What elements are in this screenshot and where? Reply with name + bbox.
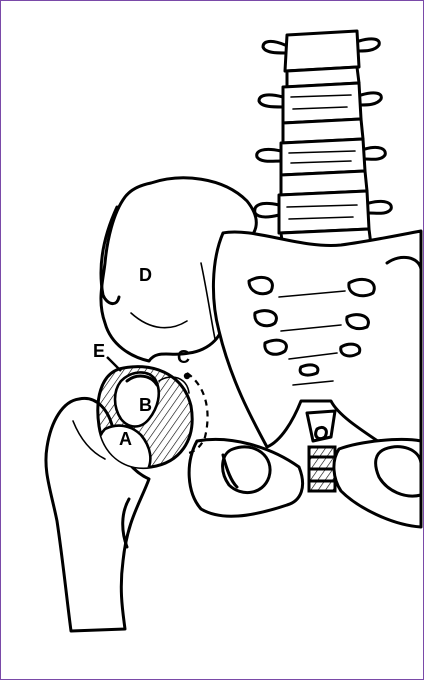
vertebra: [259, 83, 381, 123]
label-b: B: [139, 395, 152, 415]
vertebra: [255, 191, 392, 233]
label-a: A: [119, 429, 132, 449]
point-c-marker: [184, 373, 190, 379]
vertebra: [263, 31, 379, 71]
pubic-symphysis: [309, 447, 335, 491]
pubic-ramus: [189, 439, 421, 527]
label-e-leader: [107, 357, 121, 371]
label-d: D: [139, 265, 152, 285]
coccyx: [307, 411, 335, 441]
label-c: C: [177, 347, 190, 367]
lumbar-spine: [255, 31, 392, 249]
vertebra: [257, 139, 386, 175]
label-e: E: [93, 341, 105, 361]
